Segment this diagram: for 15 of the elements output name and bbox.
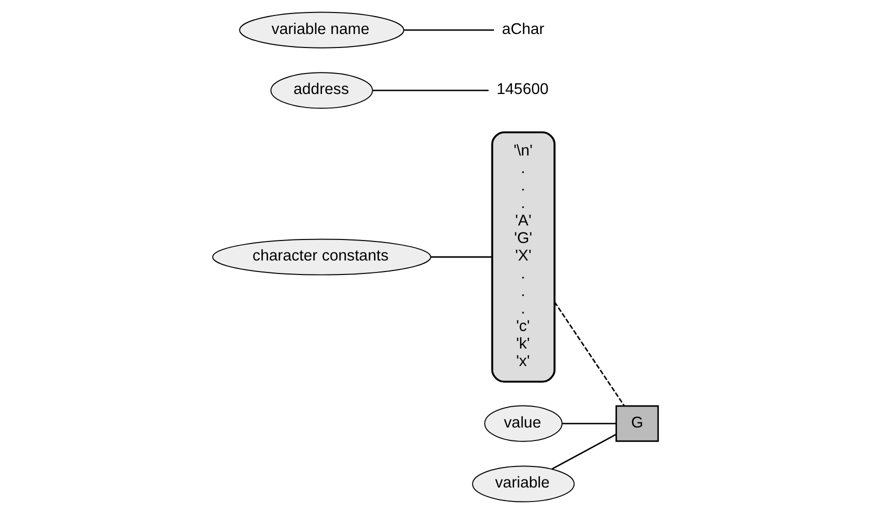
node-ellipse: address	[270, 72, 372, 109]
node-ellipse: variable name	[238, 12, 404, 48]
node-ellipse: variable	[472, 466, 574, 502]
node-ellipse: character constants	[212, 238, 431, 276]
node-box: G	[615, 405, 658, 442]
node-text: aChar	[501, 20, 544, 38]
connector	[562, 422, 616, 424]
node-text: 145600	[496, 81, 548, 98]
connector	[372, 90, 488, 92]
connector	[554, 302, 624, 406]
connector	[430, 256, 492, 258]
connector	[551, 434, 616, 470]
node-box: '\n' . . . 'A' 'G' 'X' . . . 'c' 'k' 'x'	[490, 131, 556, 383]
connector	[403, 29, 494, 31]
node-ellipse: value	[484, 405, 562, 442]
